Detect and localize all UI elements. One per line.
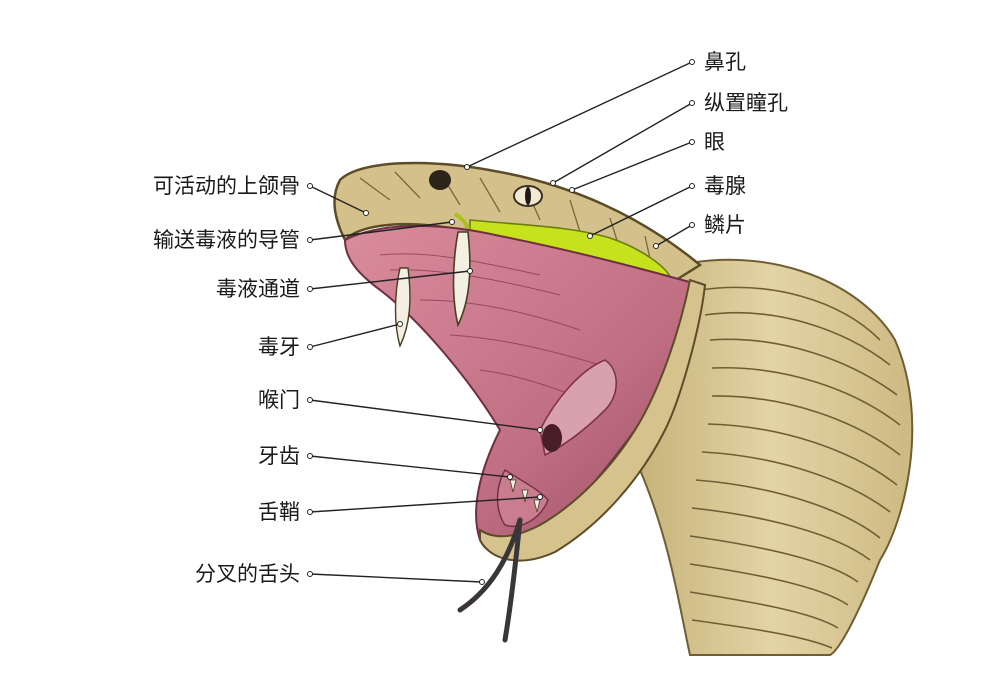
label-venom-duct: 输送毒液的导管 [153,228,300,252]
glottis-icon [542,424,562,452]
label-teeth: 牙齿 [258,444,300,468]
label-forked-tongue: 分叉的舌头 [195,562,300,586]
label-nostril: 鼻孔 [704,50,746,74]
label-venom-channel: 毒液通道 [216,277,300,301]
label-scales: 鳞片 [704,213,746,237]
label-glottis: 喉门 [258,388,300,412]
label-eye: 眼 [704,130,725,154]
fang-icon [452,231,471,328]
label-fang: 毒牙 [258,335,300,359]
snake-neck [630,258,914,656]
vertical-pupil-icon [525,187,531,205]
forked-tongue-shape [457,517,523,643]
label-vertical-pupil: 纵置瞳孔 [704,91,788,115]
nostril-icon [429,170,451,190]
leader-lines [309,61,693,583]
label-venom-gland: 毒腺 [704,174,746,198]
label-movable-maxilla: 可活动的上颌骨 [153,174,300,198]
snake-mouth [343,224,707,562]
label-tongue-sheath: 舌鞘 [258,500,300,524]
